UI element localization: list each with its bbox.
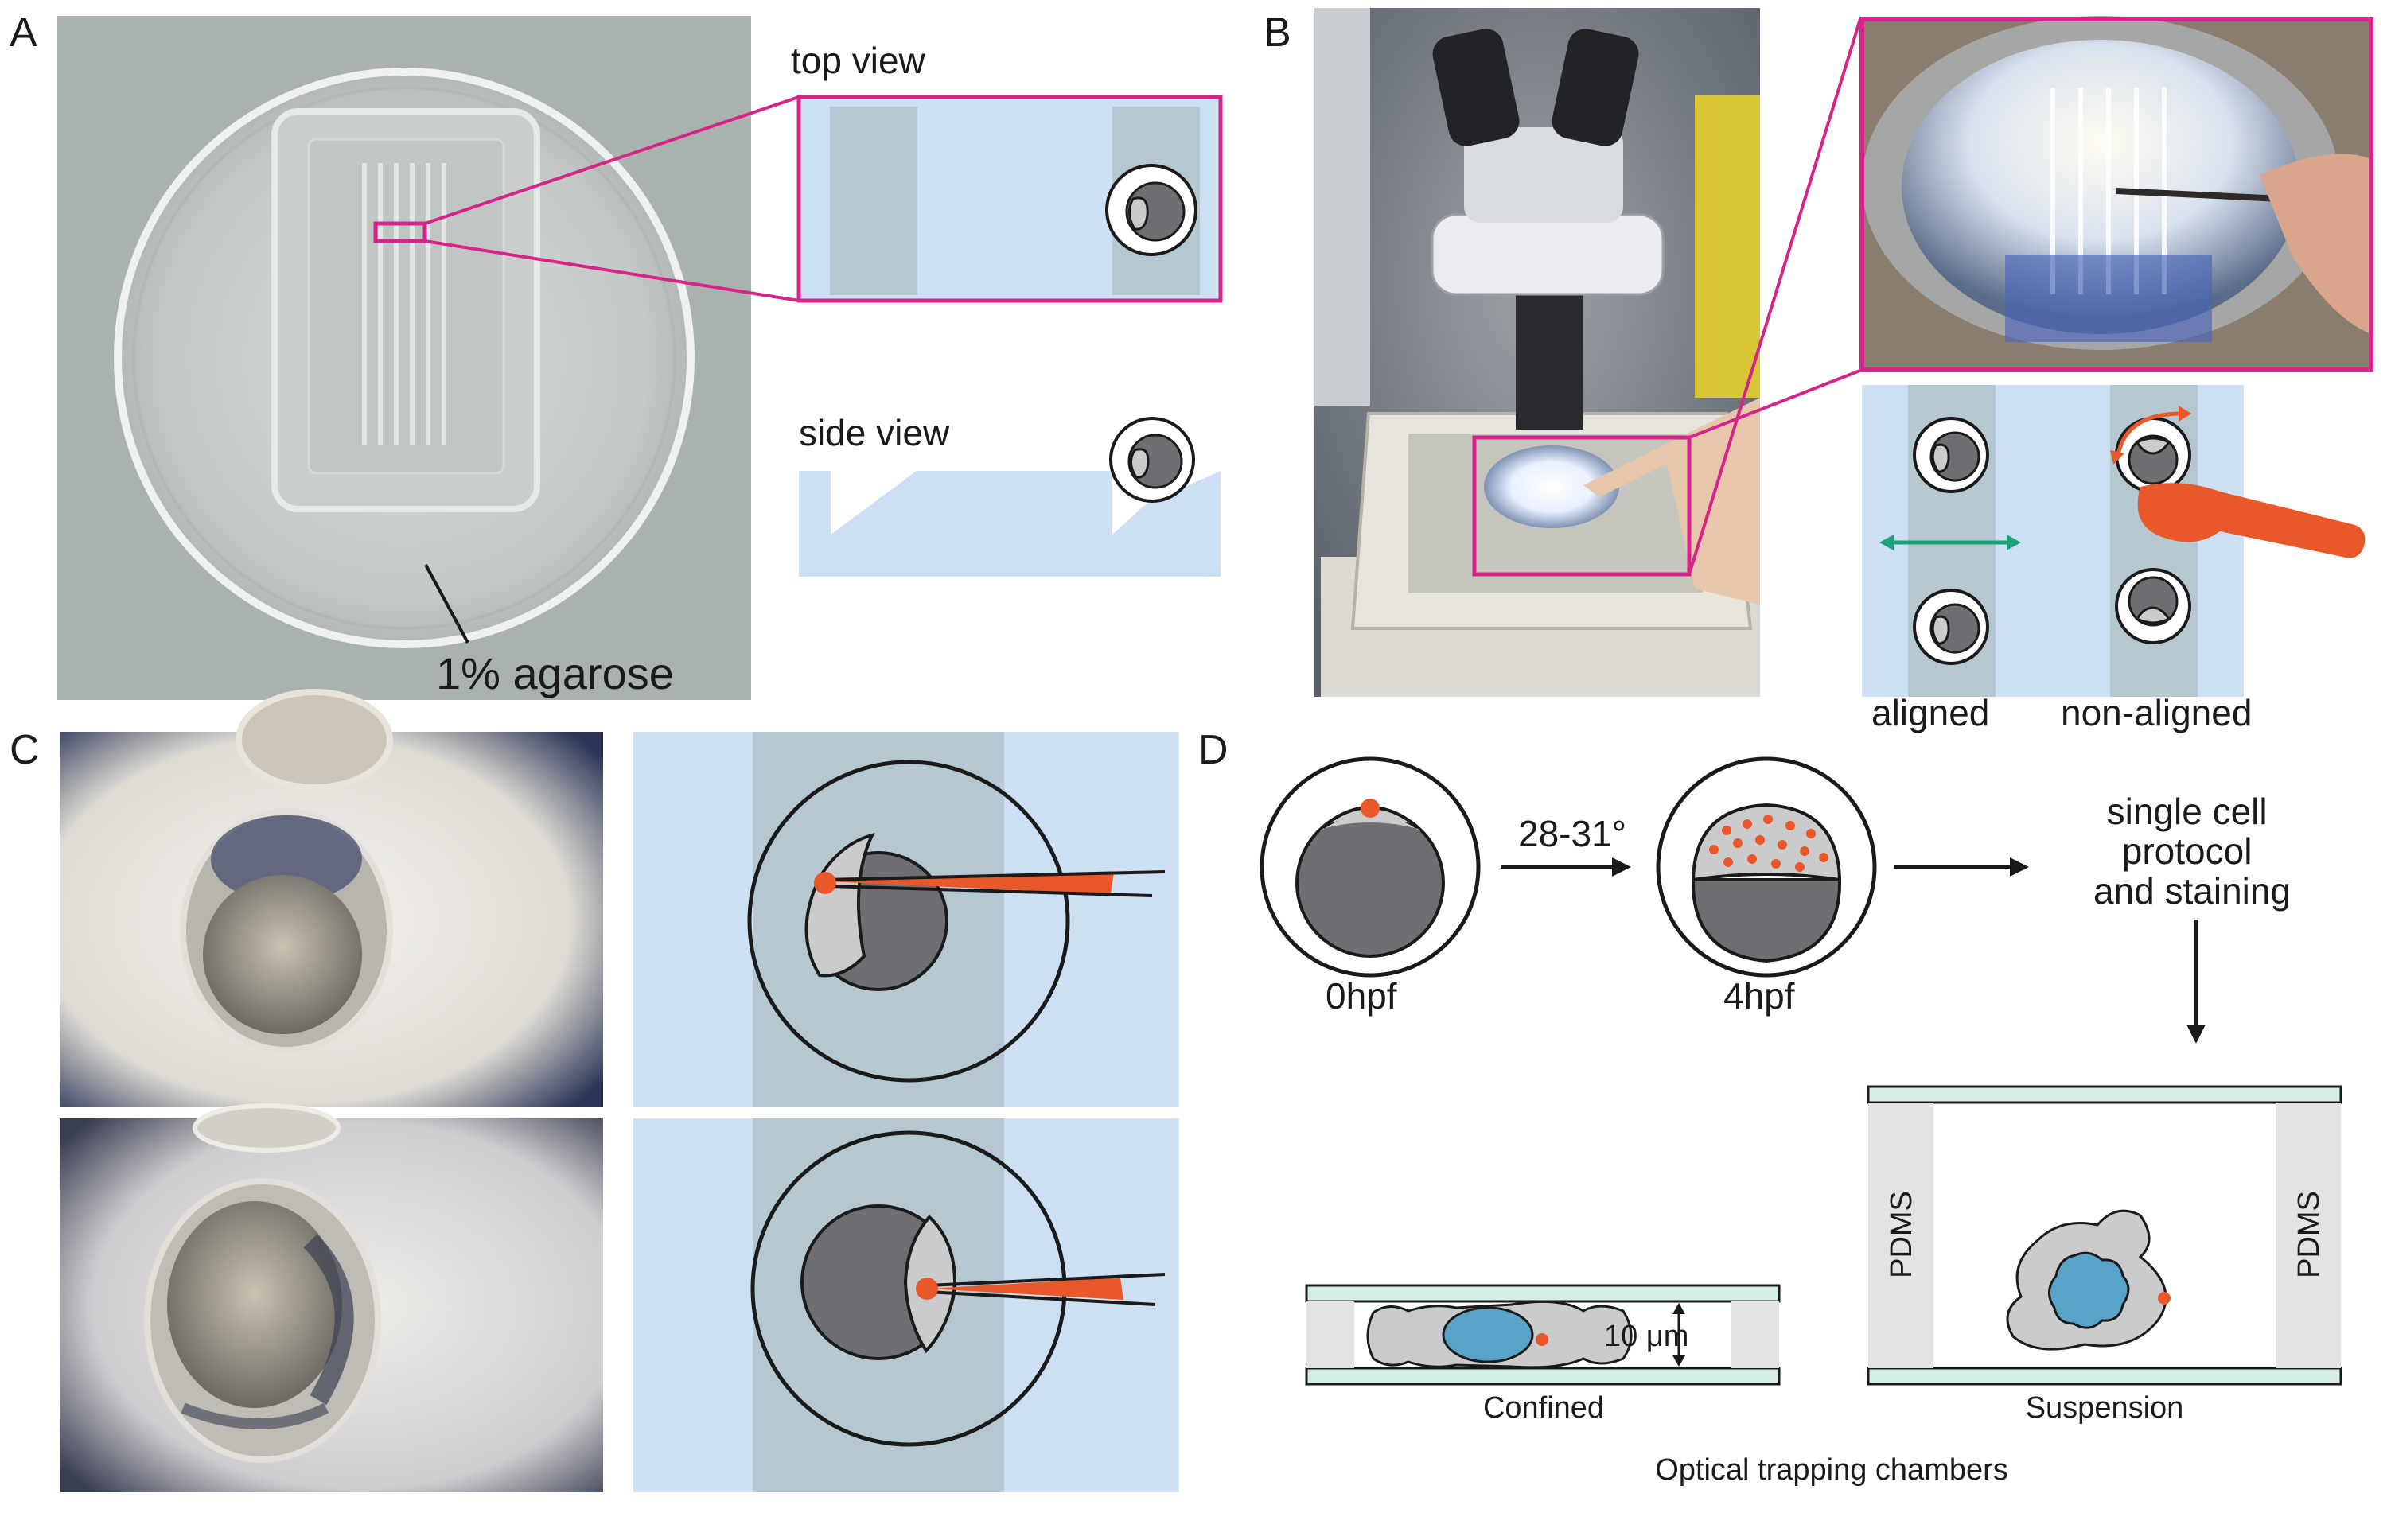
suspension-label: Suspension <box>2026 1391 2184 1425</box>
micropipette <box>929 1278 1123 1300</box>
photo-zoom-marker <box>1472 435 1692 577</box>
pdms-label-right: PDMS <box>2292 1191 2326 1278</box>
embryo-icon <box>2115 568 2191 644</box>
panel-d: D 0hpf 28-31° 4h <box>1198 727 2342 1487</box>
incubation-arrow <box>1501 858 1631 877</box>
micropipette <box>826 872 1114 894</box>
protocol-label: single cell protocol and staining <box>2093 791 2291 912</box>
micrograph-non-aligned <box>60 1103 603 1492</box>
panel-a: A 1% agarose top view <box>10 10 1223 700</box>
panel-b-letter: B <box>1264 10 1291 56</box>
agarose-channels <box>362 163 446 445</box>
injection-site <box>814 872 836 894</box>
chamber-arrow <box>2186 920 2206 1044</box>
forceps-tool <box>2137 483 2366 558</box>
alignment-arrow <box>1879 535 2021 550</box>
non-aligned-label: non-aligned <box>2061 692 2252 733</box>
top-view-label: top view <box>791 40 926 81</box>
protocol-arrow <box>1894 858 2029 877</box>
protocol-label-line-3: and staining <box>2093 870 2291 912</box>
panel-b: B <box>1264 8 2373 733</box>
rotation-arrow <box>2110 406 2191 465</box>
panel-a-letter: A <box>10 10 37 56</box>
protocol-label-line-2: protocol <box>2122 830 2253 872</box>
stage-start-label: 0hpf <box>1326 975 1397 1017</box>
stereo-microscope-photo <box>1314 8 1760 697</box>
confined-label: Confined <box>1483 1391 1604 1425</box>
panel-c: C <box>10 689 1179 1492</box>
top-view-schematic <box>796 95 1223 303</box>
suspension-chamber <box>1867 1085 2342 1386</box>
confined-chamber <box>1305 1284 1781 1386</box>
embryo-icon <box>1105 164 1197 256</box>
panel-d-letter: D <box>1198 727 1229 773</box>
protocol-label-line-1: single cell <box>2107 791 2268 832</box>
injection-site <box>916 1278 938 1300</box>
side-view-label: side view <box>799 412 950 453</box>
temperature-label: 28-31° <box>1518 813 1626 854</box>
embryo-icon <box>1913 417 1989 493</box>
embryo-icon <box>2115 417 2191 493</box>
embryo-0hpf <box>1260 756 1481 978</box>
side-view-schematic <box>799 417 1221 577</box>
dish-closeup-photo <box>1859 16 2373 372</box>
agarose-label: 1% agarose <box>436 648 674 698</box>
micrograph-aligned <box>60 689 603 1107</box>
panel-c-letter: C <box>10 727 40 773</box>
aligned-label: aligned <box>1871 692 1989 733</box>
embryo-4hpf <box>1656 756 1877 978</box>
gap-label: 10 μm <box>1604 1320 1688 1353</box>
chambers-caption: Optical trapping chambers <box>1655 1453 2008 1487</box>
zoom-marker <box>373 221 427 243</box>
pdms-label-left: PDMS <box>1885 1191 1918 1278</box>
injection-schematic-non-aligned <box>633 1118 1179 1492</box>
embryo-icon <box>1109 417 1195 503</box>
stage-end-label: 4hpf <box>1723 975 1795 1017</box>
alignment-schematic <box>1862 385 2366 697</box>
embryo-icon <box>1913 589 1989 665</box>
labeled-cells <box>1709 815 1828 872</box>
agarose-pointer-line <box>424 564 469 644</box>
agarose-dish-photo: 1% agarose <box>57 16 751 700</box>
injection-schematic-aligned <box>633 732 1179 1107</box>
